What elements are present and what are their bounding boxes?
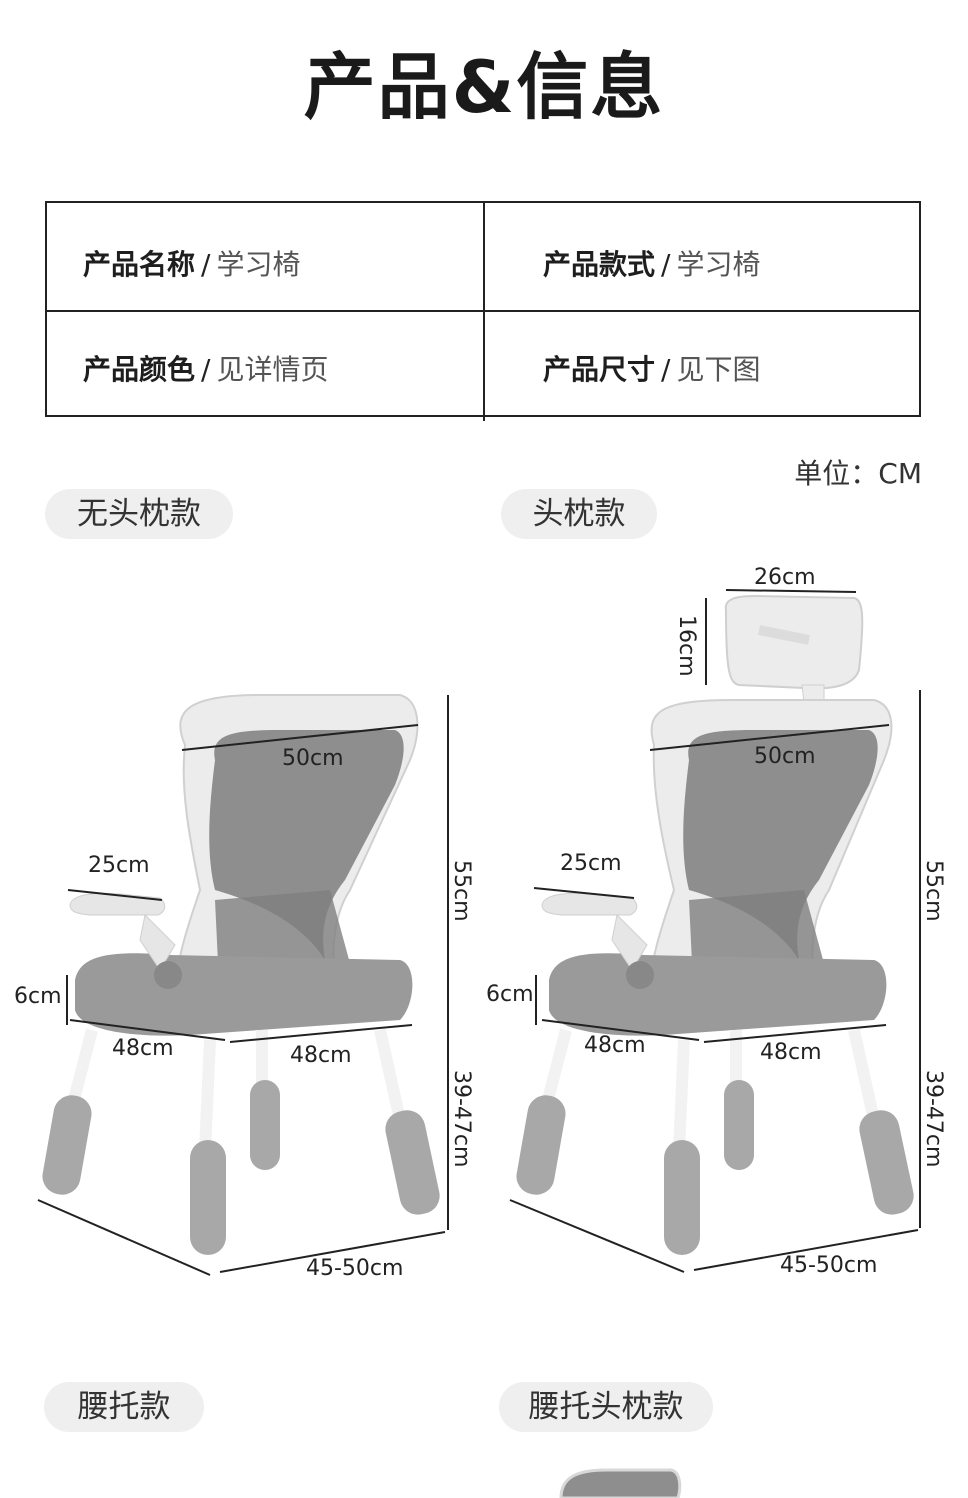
spec-value: 学习椅: [216, 248, 301, 281]
dim-seat-height: 39-47cm: [449, 1070, 474, 1167]
chair-headrest-diagram: 26cm 16cm 50cm 25cm 6cm 48cm 48cm 45-50c…: [486, 565, 946, 1278]
spec-key: 产品颜色: [83, 353, 196, 386]
table-divider-vertical: [483, 203, 485, 421]
dim-base: 45-50cm: [306, 1256, 403, 1281]
spec-table: 产品名称/学习椅 产品款式/学习椅 产品颜色/见详情页 产品尺寸/见下图: [45, 201, 921, 421]
dimension-lines: [509, 589, 921, 1273]
chair-lumbar-headrest-preview: [559, 1468, 682, 1498]
spec-product-name: 产品名称/学习椅: [83, 243, 300, 283]
dim-back-height: 55cm: [921, 860, 946, 922]
variant-tag-headrest: 头枕款: [501, 489, 657, 539]
spec-product-style: 产品款式/学习椅: [543, 243, 760, 283]
dim-back-height: 55cm: [449, 860, 474, 922]
dimension-lines: [37, 695, 449, 1276]
dim-seat-width: 48cm: [290, 1043, 352, 1068]
chair-illustration: [516, 594, 914, 1255]
spec-key: 产品尺寸: [543, 353, 656, 386]
spec-separator: /: [661, 248, 671, 281]
spec-separator: /: [201, 248, 211, 281]
dim-seat-height: 39-47cm: [921, 1070, 946, 1167]
spec-value: 学习椅: [676, 248, 761, 281]
spec-separator: /: [201, 353, 211, 386]
dim-base: 45-50cm: [780, 1253, 877, 1278]
dim-seat-width: 48cm: [760, 1040, 822, 1065]
page-title: 产品&信息: [303, 45, 665, 129]
spec-key: 产品款式: [543, 248, 656, 281]
dim-arm-height: 6cm: [486, 982, 534, 1007]
dim-headrest-height: 16cm: [674, 615, 699, 677]
spec-product-size: 产品尺寸/见下图: [543, 348, 760, 388]
chair-illustration: [42, 694, 440, 1255]
dim-back-width: 50cm: [754, 744, 816, 769]
spec-key: 产品名称: [83, 248, 196, 281]
dim-back-width: 50cm: [282, 746, 344, 771]
spec-value: 见下图: [676, 353, 761, 386]
dim-seat-depth: 48cm: [584, 1033, 646, 1058]
table-divider-horizontal: [47, 310, 919, 312]
spec-value: 见详情页: [216, 353, 329, 386]
dim-arm-height: 6cm: [14, 984, 62, 1009]
variant-tag-lumbar-headrest: 腰托头枕款: [499, 1382, 713, 1432]
spec-separator: /: [661, 353, 671, 386]
dim-armrest: 25cm: [560, 851, 622, 876]
spec-product-color: 产品颜色/见详情页: [83, 348, 328, 388]
chair-no-headrest-diagram: 50cm 25cm 6cm 48cm 48cm 45-50cm 55cm 39-…: [14, 694, 474, 1281]
dim-headrest-width: 26cm: [754, 565, 816, 590]
variant-tag-lumbar: 腰托款: [44, 1382, 204, 1432]
variant-tag-no-headrest: 无头枕款: [45, 489, 233, 539]
unit-label: 单位：CM: [794, 457, 922, 490]
dim-armrest: 25cm: [88, 853, 150, 878]
dim-seat-depth: 48cm: [112, 1036, 174, 1061]
